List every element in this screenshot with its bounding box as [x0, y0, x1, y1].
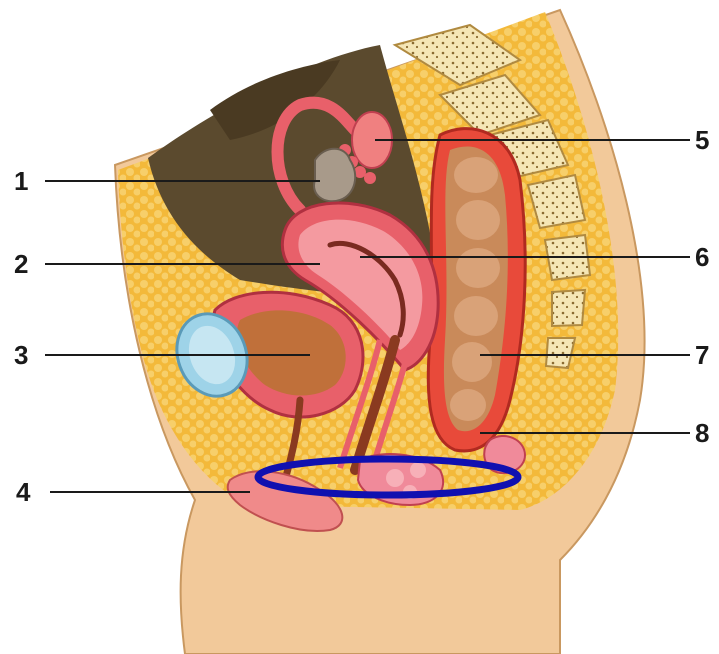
- label-3: 3: [14, 340, 28, 370]
- label-7: 7: [695, 340, 709, 370]
- label-2: 2: [14, 249, 28, 279]
- label-6: 6: [695, 242, 709, 272]
- intestine-loops: [314, 149, 355, 202]
- label-4: 4: [16, 477, 31, 507]
- label-8: 8: [695, 418, 709, 448]
- label-1: 1: [14, 166, 28, 196]
- label-5: 5: [695, 125, 709, 155]
